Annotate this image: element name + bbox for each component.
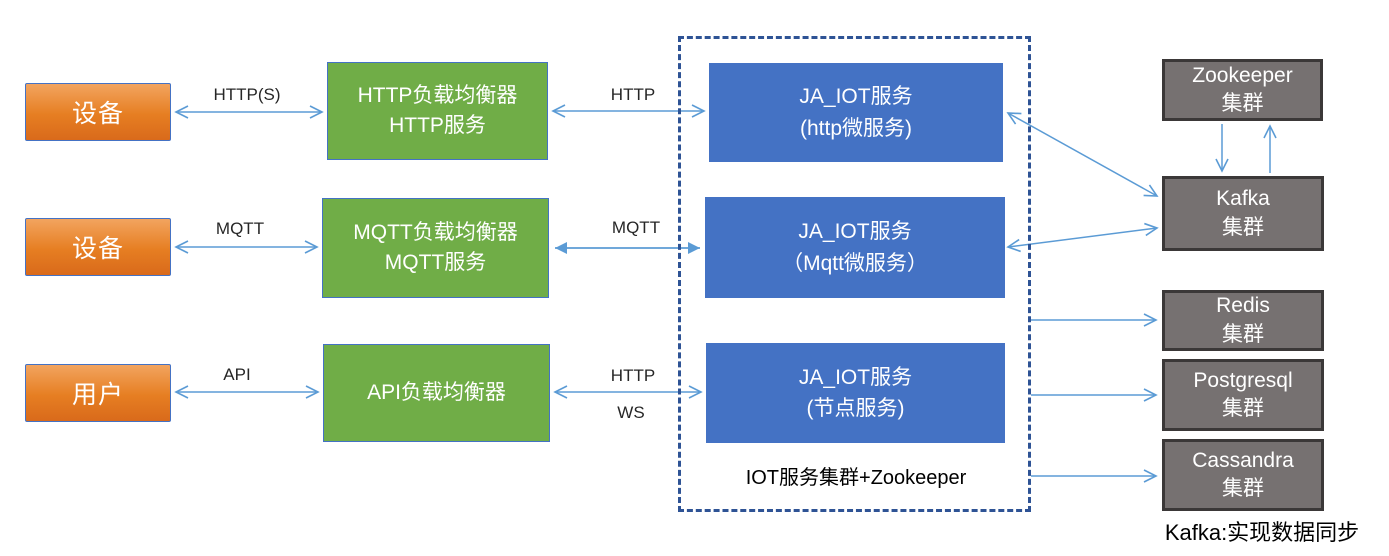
node-device-1: 设备 (25, 83, 171, 141)
node-device-2: 设备 (25, 218, 171, 276)
node-kafka-cluster-line1: Kafka (1216, 187, 1270, 211)
node-iot-mqtt-service-line2: （Mqtt微服务） (782, 251, 928, 275)
node-kafka-cluster: Kafka 集群 (1162, 176, 1324, 251)
container-label: IOT服务集群+Zookeeper (745, 467, 967, 489)
kafka-sync-caption: Kafka:实现数据同步 (1164, 520, 1360, 545)
node-redis-cluster-line2: 集群 (1222, 322, 1264, 346)
node-cassandra-cluster-line2: 集群 (1222, 477, 1264, 500)
edge-label-http-1: HTTP (610, 85, 656, 104)
edge-label-mqtt-mid: MQTT (611, 218, 661, 237)
node-iot-node-service-line2: (节点服务) (806, 397, 905, 420)
node-kafka-cluster-line2: 集群 (1222, 215, 1264, 239)
node-iot-http-service-line1: JA_IOT服务 (799, 85, 913, 108)
node-zookeeper-cluster-line1: Zookeeper (1192, 63, 1293, 87)
node-cassandra-cluster-line1: Cassandra (1192, 448, 1294, 472)
node-postgresql-cluster-line1: Postgresql (1193, 368, 1293, 392)
edge-label-ws: WS (617, 403, 645, 422)
node-iot-http-service: JA_IOT服务 (http微服务) (709, 63, 1003, 162)
node-postgresql-cluster: Postgresql 集群 (1162, 359, 1324, 431)
node-http-load-balancer-line2: HTTP服务 (389, 114, 486, 137)
iot-service-cluster-container (678, 36, 1031, 512)
node-user-label: 用户 (71, 381, 124, 409)
edge-label-api: API (223, 365, 251, 384)
node-device-2-label: 设备 (71, 235, 124, 263)
node-iot-node-service: JA_IOT服务 (节点服务) (706, 343, 1005, 443)
node-http-load-balancer: HTTP负载均衡器 HTTP服务 (327, 62, 548, 160)
node-redis-cluster-line1: Redis (1216, 294, 1270, 318)
node-http-load-balancer-line1: HTTP负载均衡器 (357, 83, 518, 107)
node-mqtt-load-balancer-line1: MQTT负载均衡器 (353, 220, 518, 244)
node-iot-http-service-line2: (http微服务) (799, 116, 912, 140)
node-postgresql-cluster-line2: 集群 (1222, 397, 1264, 420)
node-redis-cluster: Redis 集群 (1162, 290, 1324, 351)
node-api-load-balancer-line1: API负载均衡器 (367, 380, 506, 404)
node-zookeeper-cluster-line2: 集群 (1221, 92, 1264, 115)
node-cassandra-cluster: Cassandra 集群 (1162, 439, 1324, 511)
edge-label-http-3: HTTP (610, 366, 656, 385)
node-zookeeper-cluster: Zookeeper 集群 (1162, 59, 1323, 121)
node-user: 用户 (25, 364, 171, 422)
node-mqtt-load-balancer: MQTT负载均衡器 MQTT服务 (322, 198, 549, 298)
edge-label-https: HTTP(S) (213, 85, 281, 104)
node-mqtt-load-balancer-line2: MQTT服务 (384, 251, 487, 274)
node-iot-mqtt-service: JA_IOT服务 （Mqtt微服务） (705, 197, 1005, 298)
node-iot-mqtt-service-line1: JA_IOT服务 (798, 220, 912, 243)
edge-label-mqtt-left: MQTT (215, 219, 265, 238)
node-api-load-balancer: API负载均衡器 (323, 344, 550, 442)
node-iot-node-service-line1: JA_IOT服务 (798, 365, 913, 389)
node-device-1-label: 设备 (71, 100, 124, 128)
